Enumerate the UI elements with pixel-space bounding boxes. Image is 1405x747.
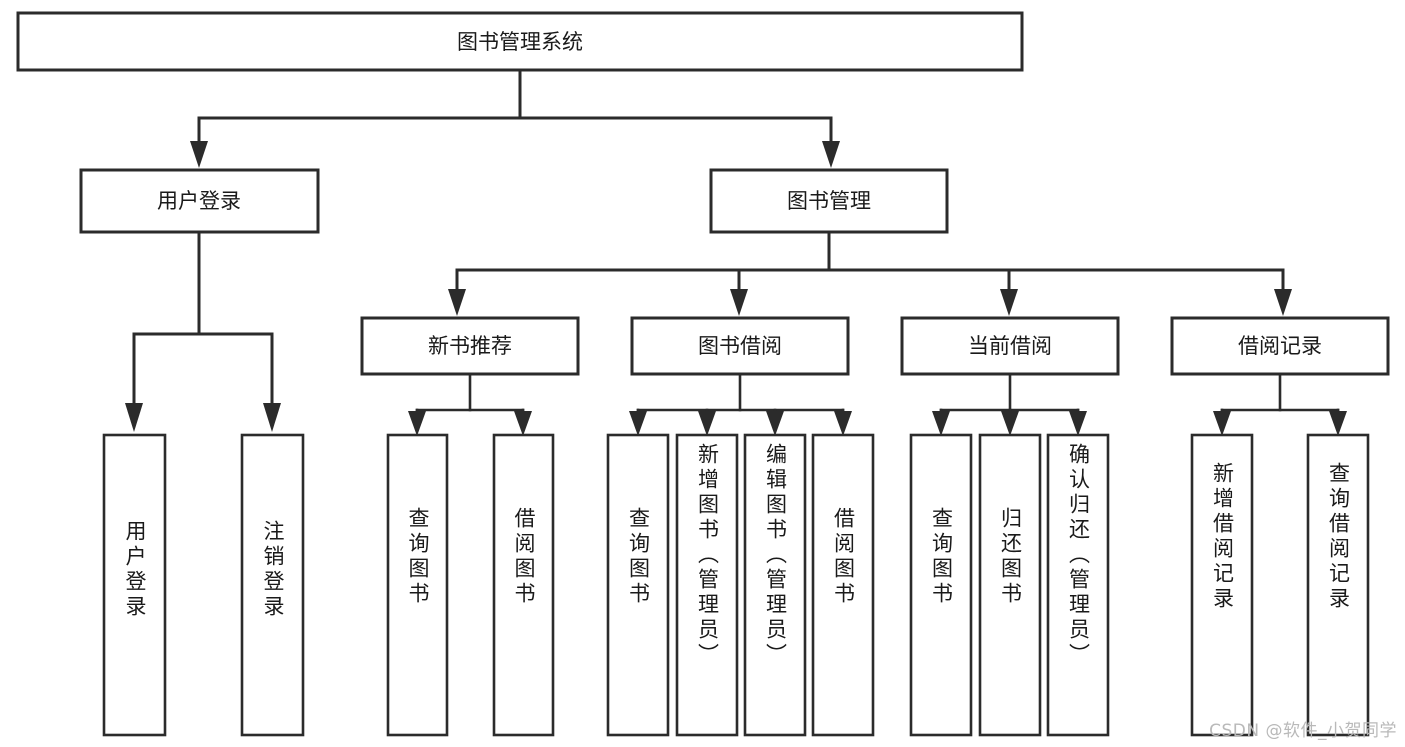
arrow-icon-leaf-confirm-return [1069, 411, 1087, 436]
connector-new-book-recommend-to-leaves [408, 372, 532, 436]
arrow-icon-to-user-login [190, 141, 208, 168]
arrow-icon-leaf-query-book-3 [932, 411, 950, 436]
node-root[interactable]: 图书管理系统 [16, 11, 1024, 72]
node-new-book-recommend[interactable]: 新书推荐 [360, 316, 580, 376]
leaf-box-add-record[interactable] [1190, 433, 1254, 737]
arrow-icon-leaf-borrow-book-2 [834, 411, 852, 436]
new-book-recommend-box[interactable] [360, 316, 580, 376]
leaf-box-confirm-return[interactable] [1046, 433, 1110, 737]
current-borrow-label: 当前借阅 [968, 334, 1052, 358]
leaf-box-add-book[interactable] [675, 433, 739, 737]
node-book-borrow[interactable]: 图书借阅 [630, 316, 850, 376]
arrow-icon-leaf-add-record [1213, 411, 1231, 436]
connector-user-login-to-leaves [125, 230, 281, 432]
leaf-box-query-record[interactable] [1306, 433, 1370, 737]
arrow-icon-leaf-user-login [125, 403, 143, 432]
book-management-label: 图书管理 [787, 189, 871, 213]
new-book-recommend-label: 新书推荐 [428, 334, 512, 358]
arrow-icon-to-book-management [822, 141, 840, 168]
arrow-icon-leaf-query-record [1329, 411, 1347, 436]
connector-book-borrow-to-leaves [629, 372, 852, 436]
arrow-icon-leaf-borrow-book-1 [514, 411, 532, 436]
root-label: 图书管理系统 [457, 30, 583, 54]
leaf-box-user-login[interactable] [102, 433, 167, 737]
arrow-icon-leaf-edit-book [766, 411, 784, 436]
connector-borrow-record-to-leaves [1213, 372, 1347, 436]
leaf-box-query-book-2[interactable] [606, 433, 670, 737]
node-user-login[interactable]: 用户登录 [79, 168, 320, 234]
borrow-record-box[interactable] [1170, 316, 1390, 376]
watermark-text: CSDN @软件_小贺同学 [1209, 721, 1397, 741]
borrow-record-label: 借阅记录 [1238, 334, 1322, 358]
arrow-icon-leaf-add-book [698, 411, 716, 436]
leaf-box-query-book-1[interactable] [386, 433, 449, 737]
leaf-box-return-book[interactable] [978, 433, 1042, 737]
connector-root-to-level2 [190, 68, 840, 168]
node-book-management[interactable]: 图书管理 [709, 168, 949, 234]
connector-book-management-to-level3 [448, 230, 1292, 316]
arrow-icon-leaf-query-book-1 [408, 411, 426, 436]
root-box[interactable] [16, 11, 1024, 72]
arrow-icon-to-book-borrow [730, 289, 748, 316]
current-borrow-box[interactable] [900, 316, 1120, 376]
book-borrow-box[interactable] [630, 316, 850, 376]
arrow-icon-leaf-query-book-2 [629, 411, 647, 436]
arrow-icon-to-borrow-record [1274, 289, 1292, 316]
arrow-icon-to-current-borrow [1000, 289, 1018, 316]
leaf-box-borrow-book-1[interactable] [492, 433, 555, 737]
leaf-box-borrow-book-2[interactable] [811, 433, 875, 737]
leaf-box-edit-book[interactable] [743, 433, 807, 737]
arrow-icon-leaf-return-book [1001, 411, 1019, 436]
node-current-borrow[interactable]: 当前借阅 [900, 316, 1120, 376]
book-borrow-label: 图书借阅 [698, 334, 782, 358]
connector-current-borrow-to-leaves [932, 372, 1087, 436]
user-login-label: 用户登录 [157, 189, 241, 213]
leaf-box-logout-login[interactable] [240, 433, 305, 737]
node-borrow-record[interactable]: 借阅记录 [1170, 316, 1390, 376]
arrow-icon-leaf-logout-login [263, 403, 281, 432]
arrow-icon-to-new-book-recommend [448, 289, 466, 316]
leaf-box-query-book-3[interactable] [909, 433, 973, 737]
book-management-box[interactable] [709, 168, 949, 234]
